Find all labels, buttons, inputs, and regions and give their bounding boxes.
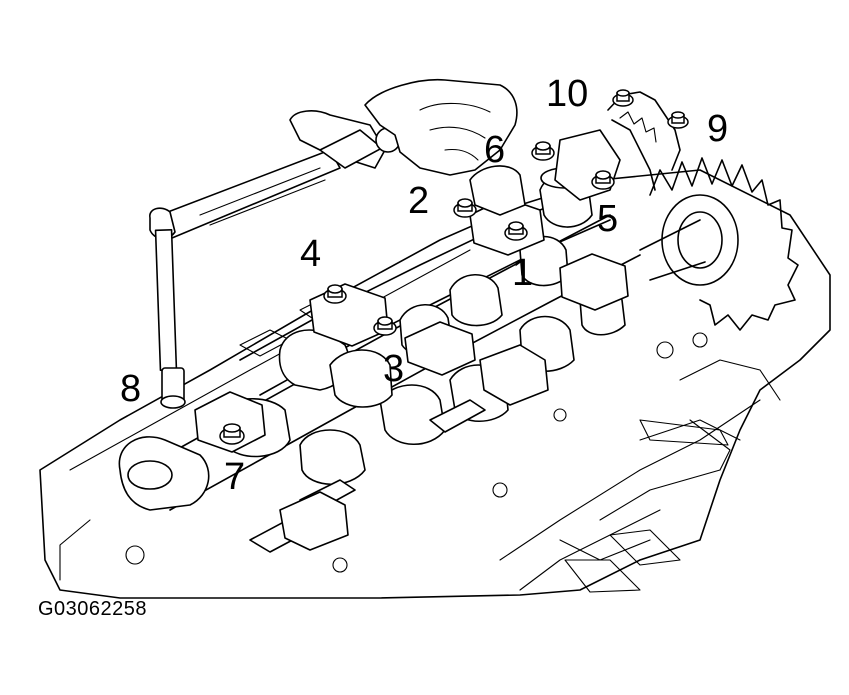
bolt-7-head	[219, 423, 245, 445]
callout-bolt-9: 9	[707, 108, 729, 150]
bolt-1-head	[504, 221, 528, 241]
callout-bolt-4: 4	[300, 233, 322, 275]
callout-bolt-1: 1	[512, 252, 534, 294]
camshaft-gear	[607, 91, 799, 331]
callout-bolt-8: 8	[120, 368, 142, 410]
callout-bolt-2: 2	[408, 180, 430, 222]
callout-bolt-7: 7	[224, 456, 246, 498]
technician-hand	[364, 78, 526, 216]
bolt-10-head	[612, 89, 634, 107]
callout-bolt-6: 6	[484, 129, 506, 171]
callout-bolt-3: 3	[383, 348, 405, 390]
cylinder-head	[39, 169, 831, 599]
cap-bolts	[219, 89, 689, 445]
figure-code: G03062258	[38, 598, 148, 620]
bolt-4-head	[323, 284, 347, 304]
torque-wrench	[149, 110, 401, 409]
callout-bolt-5: 5	[597, 198, 619, 240]
bolt-9-head	[667, 111, 689, 129]
bolt-2-head	[453, 198, 477, 218]
bolt-6-head	[531, 141, 555, 161]
bolt-5-head	[591, 170, 615, 190]
bolt-3-head	[373, 316, 397, 336]
callout-bolt-10: 10	[546, 73, 589, 115]
